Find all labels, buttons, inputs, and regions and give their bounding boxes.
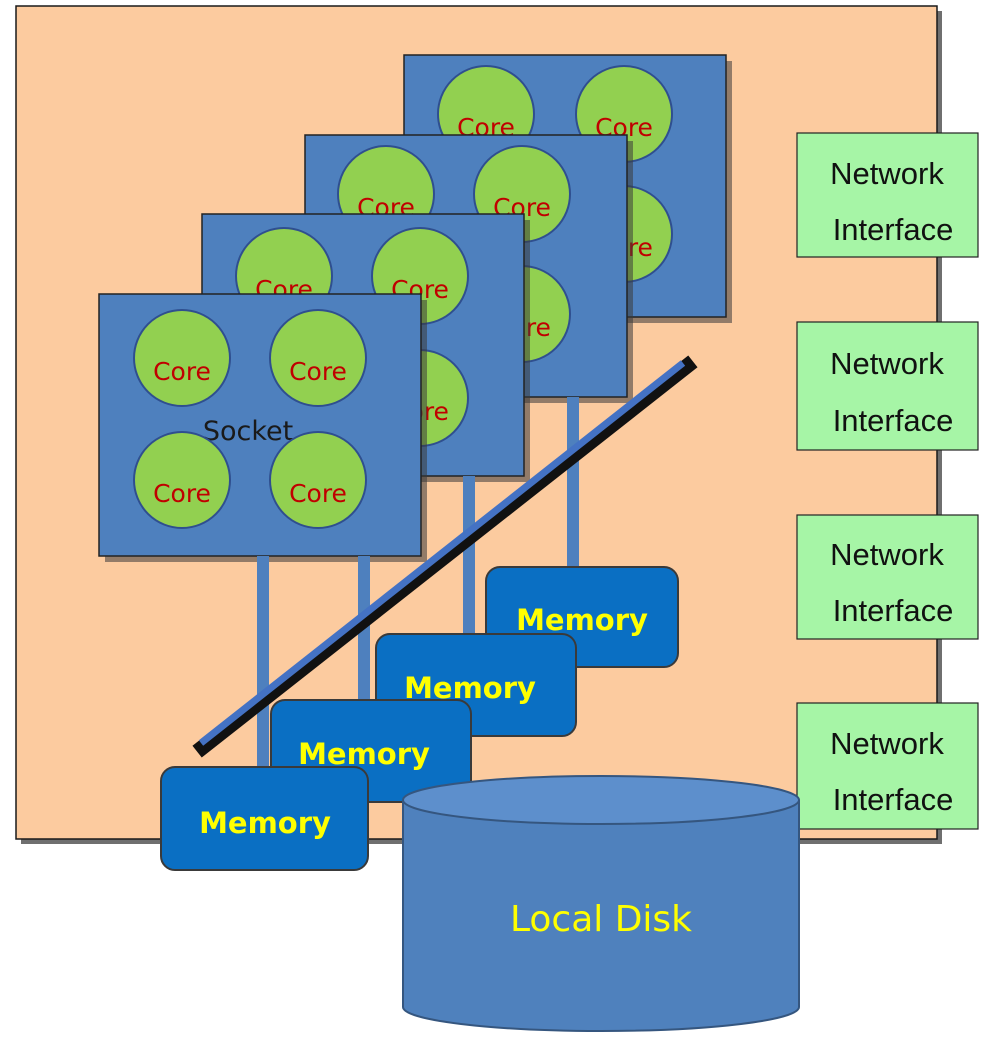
network-interface-label-1: Network (830, 346, 944, 381)
core-label: Core (289, 357, 347, 386)
memory-label: Memory (298, 737, 430, 771)
network-interface-label-2: Interface (833, 403, 954, 438)
network-interface-label-1: Network (830, 726, 944, 761)
network-interface-label-1: Network (830, 537, 944, 572)
core (133, 309, 231, 407)
memory-block: Memory (160, 766, 369, 871)
memory-label: Memory (199, 806, 331, 840)
socket: Core Core Socket Core Core (98, 293, 427, 562)
core-label: Core (289, 479, 347, 508)
network-interface-label-2: Interface (833, 212, 954, 247)
network-interface-label-2: Interface (833, 593, 954, 628)
network-interfaces: Network Interface Network Interface Netw… (796, 132, 979, 830)
disk-label: Local Disk (510, 899, 692, 940)
interconnect-bus (192, 355, 698, 758)
core (269, 309, 367, 407)
local-disk: Local Disk (402, 775, 800, 1032)
memory-label: Memory (516, 603, 648, 637)
core-label: Core (153, 479, 211, 508)
network-interface-label-2: Interface (833, 782, 954, 817)
core (133, 431, 231, 529)
network-interface: Network Interface (796, 132, 979, 258)
core-label: Core (153, 357, 211, 386)
network-interface-label-1: Network (830, 156, 944, 191)
connector (257, 556, 269, 786)
memory-connectors (257, 397, 579, 786)
connector (567, 397, 579, 582)
socket-label: Socket (203, 416, 293, 447)
network-interface: Network Interface (796, 514, 979, 640)
core (269, 431, 367, 529)
network-interface: Network Interface (796, 321, 979, 451)
connector (463, 476, 475, 649)
network-interface: Network Interface (796, 702, 979, 830)
connector (358, 556, 370, 718)
